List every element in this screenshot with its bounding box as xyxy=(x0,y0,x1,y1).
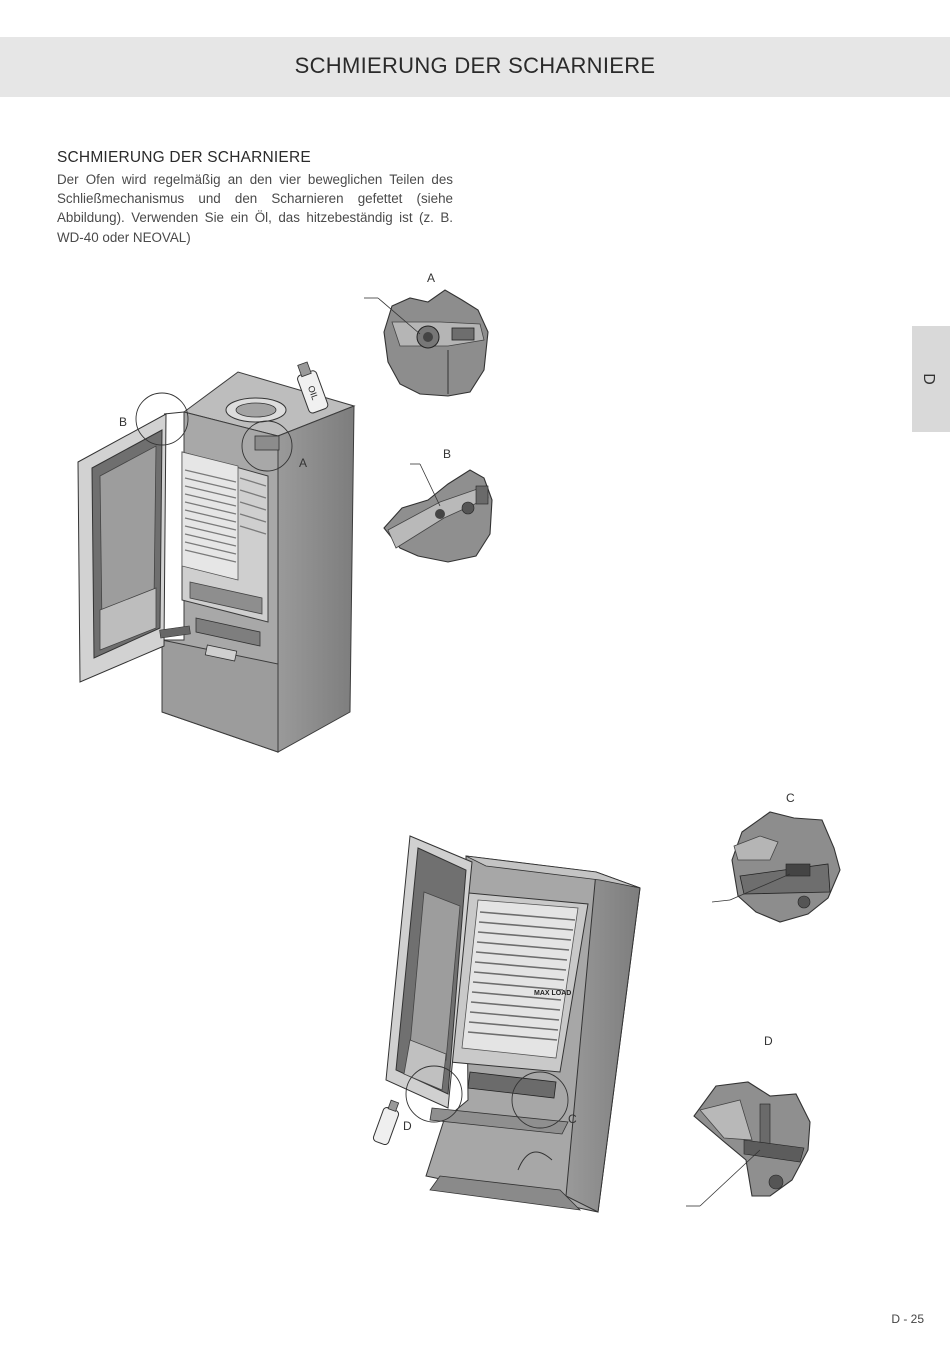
hinge-c-callout-circle xyxy=(511,1071,569,1129)
detail-a-label: A xyxy=(427,271,435,285)
label-b: B xyxy=(119,415,127,429)
label-d: D xyxy=(403,1119,412,1133)
hinge-a-callout-circle xyxy=(241,420,293,472)
chapter-tab[interactable]: D xyxy=(912,326,950,432)
label-a: A xyxy=(299,456,307,470)
header-band: SCHMIERUNG DER SCHARNIERE xyxy=(0,37,950,97)
stove-front-illustration: OIL B A xyxy=(77,361,356,753)
detail-d-illustration: D xyxy=(686,1034,811,1207)
oil-can-icon-bottom xyxy=(372,1099,400,1146)
max-load-plate: MAX LOAD xyxy=(534,990,571,997)
detail-b-label: B xyxy=(443,447,451,461)
stove-bottom-illustration: MAX LOAD D C xyxy=(372,835,641,1213)
detail-a-illustration: A xyxy=(364,271,489,397)
page-number: D - 25 xyxy=(891,1312,924,1326)
detail-c-label: C xyxy=(786,791,795,805)
section-heading: SCHMIERUNG DER SCHARNIERE xyxy=(57,149,311,166)
section-body-text: Der Ofen wird regelmäßig an den vier bew… xyxy=(57,172,453,245)
detail-b-illustration: B xyxy=(383,447,493,563)
page-title: SCHMIERUNG DER SCHARNIERE xyxy=(294,53,656,78)
detail-d-label: D xyxy=(764,1034,773,1048)
label-c: C xyxy=(568,1112,577,1126)
svg-text:OIL: OIL xyxy=(306,384,320,401)
detail-c-illustration: C xyxy=(711,791,841,923)
oil-can-icon: OIL xyxy=(297,361,329,414)
hinge-d-callout-circle xyxy=(405,1065,463,1123)
hinge-b-callout-circle xyxy=(135,392,189,446)
